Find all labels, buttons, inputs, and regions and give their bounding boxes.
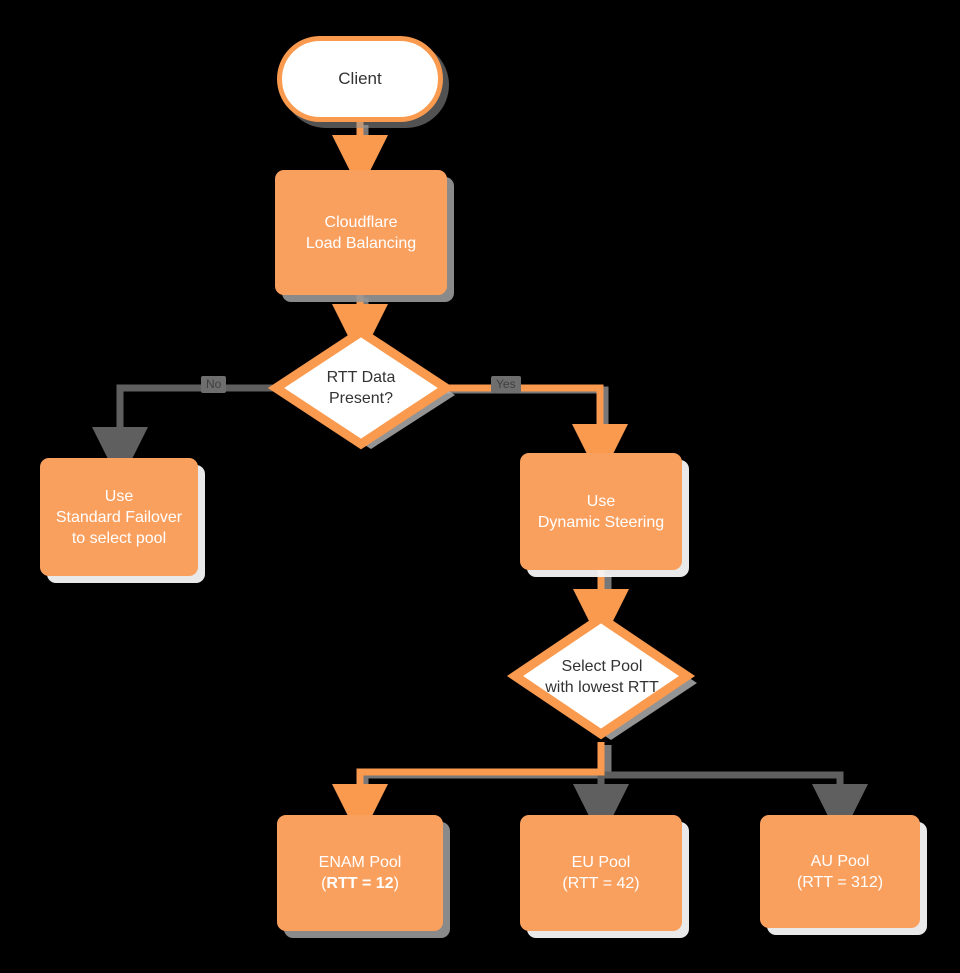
node-client[interactable]: Client bbox=[277, 36, 443, 122]
edge-select-pool-to-enam-pool bbox=[332, 742, 605, 840]
edge-label-yes: Yes bbox=[491, 376, 521, 393]
node-rtt-decision-line1: RTT Data bbox=[326, 369, 396, 386]
node-enam-pool[interactable]: ENAM Pool (RTT = 12) bbox=[277, 815, 443, 931]
node-standard-failover-line2: Standard Failover bbox=[55, 508, 183, 526]
edge-rtt-decision-to-standard-failover bbox=[92, 384, 283, 483]
node-client-label: Client bbox=[338, 69, 382, 88]
edge-select-pool-to-au-pool bbox=[601, 771, 868, 840]
node-standard-failover-line1: Use bbox=[104, 487, 134, 505]
node-select-pool-line1: Select Pool bbox=[561, 658, 643, 675]
node-dynamic-steering-line2: Dynamic Steering bbox=[537, 513, 665, 531]
node-eu-pool-line2: (RTT = 42) bbox=[562, 875, 640, 892]
node-cloudflare-load-balancing[interactable]: Cloudflare Load Balancing bbox=[275, 170, 447, 295]
edge-rtt-decision-to-dynamic-steering bbox=[438, 384, 628, 480]
decision-rtt-data-present-shape bbox=[267, 326, 455, 450]
node-au-pool-line1: AU Pool bbox=[810, 852, 870, 870]
node-enam-pool-paren-open: ( bbox=[321, 875, 327, 892]
edge-label-no: No bbox=[201, 376, 227, 393]
node-load-balancing-line1: Cloudflare bbox=[324, 213, 398, 231]
node-dynamic-steering[interactable]: Use Dynamic Steering bbox=[520, 453, 682, 570]
node-au-pool-line2: (RTT = 312) bbox=[796, 873, 884, 891]
node-enam-pool-paren-close: ) bbox=[393, 875, 399, 892]
decision-select-pool-shape bbox=[506, 612, 697, 740]
node-standard-failover[interactable]: Use Standard Failover to select pool bbox=[40, 458, 198, 576]
node-dynamic-steering-line1: Use bbox=[586, 492, 616, 510]
node-load-balancing-line2: Load Balancing bbox=[305, 234, 417, 252]
node-rtt-data-present[interactable]: RTT Data Present? bbox=[276, 332, 446, 444]
node-select-pool[interactable]: Select Pool with lowest RTT bbox=[516, 620, 688, 734]
node-select-pool-line2: with lowest RTT bbox=[545, 679, 659, 696]
node-eu-pool-line1: EU Pool bbox=[571, 854, 631, 871]
node-eu-pool[interactable]: EU Pool (RTT = 42) bbox=[520, 815, 682, 931]
node-rtt-decision-line2: Present? bbox=[328, 390, 394, 407]
node-enam-pool-rtt-value: RTT = 12 bbox=[326, 875, 394, 892]
node-standard-failover-line3: to select pool bbox=[71, 529, 167, 547]
node-au-pool[interactable]: AU Pool (RTT = 312) bbox=[760, 815, 920, 928]
node-enam-pool-line1: ENAM Pool bbox=[318, 854, 402, 871]
